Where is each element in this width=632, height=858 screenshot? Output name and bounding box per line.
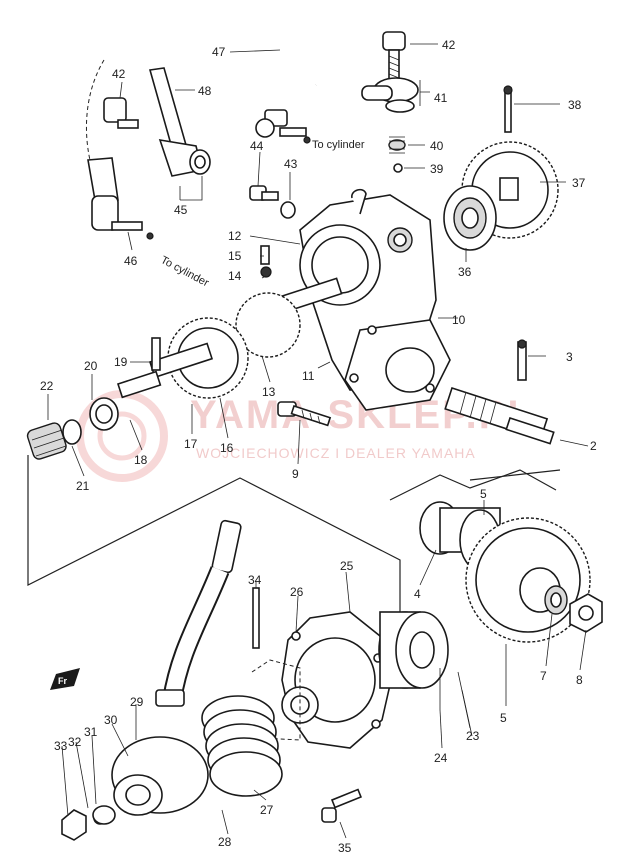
part-label-48: 48 xyxy=(198,84,212,98)
part-label-45: 45 xyxy=(174,203,188,217)
part-label-5a: 5 xyxy=(480,487,487,501)
part-label-31: 31 xyxy=(84,725,98,739)
part-label-19: 19 xyxy=(114,355,128,369)
water-pump-housing-25-26 xyxy=(252,587,449,749)
gear-6-shaft-4-5 xyxy=(419,501,603,643)
part-label-11: 11 xyxy=(302,369,315,383)
part-label-32: 32 xyxy=(68,735,82,749)
hose-assembly xyxy=(155,519,242,707)
part-label-35: 35 xyxy=(338,841,352,855)
part-label-22: 22 xyxy=(40,379,54,393)
part-label-16: 16 xyxy=(220,441,234,455)
part-label-39: 39 xyxy=(430,162,444,176)
note-to-cylinder-top: To cylinder xyxy=(312,139,365,151)
part-label-47: 47 xyxy=(212,45,226,59)
front-marker-text: Fr xyxy=(58,676,67,686)
part-label-20: 20 xyxy=(84,359,98,373)
part-label-42b: 42 xyxy=(112,67,126,81)
gear-37-bearing-36 xyxy=(443,85,559,251)
leader-lines xyxy=(47,43,589,839)
part-label-21: 21 xyxy=(76,479,90,493)
part-label-23: 23 xyxy=(466,729,480,743)
part-label-13: 13 xyxy=(262,385,276,399)
part-number-labels: 42 41 40 39 38 37 36 47 48 42 45 46 44 4… xyxy=(40,38,597,855)
part-label-33: 33 xyxy=(54,739,68,753)
part-label-7: 7 xyxy=(540,669,547,683)
shaft-2-pin-3 xyxy=(444,339,555,445)
group-boundaries xyxy=(27,455,561,668)
part-label-34: 34 xyxy=(248,573,262,587)
union-bolt-41-42 xyxy=(361,31,419,173)
part-label-40: 40 xyxy=(430,139,444,153)
part-label-25: 25 xyxy=(340,559,354,573)
part-label-24: 24 xyxy=(434,751,448,765)
gear-shaft-16-17 xyxy=(26,317,249,460)
part-label-15: 15 xyxy=(228,249,242,263)
watermark-subtitle: WOJCIECHOWICZ I DEALER YAMAHA xyxy=(196,445,476,461)
part-label-26: 26 xyxy=(290,585,304,599)
part-label-17: 17 xyxy=(184,437,198,451)
part-label-41: 41 xyxy=(434,91,448,105)
oil-pipe-assembly xyxy=(86,41,326,240)
part-label-27: 27 xyxy=(260,803,274,817)
bolt-35 xyxy=(321,788,362,823)
part-label-8: 8 xyxy=(576,673,583,687)
part-label-5b: 5 xyxy=(500,711,507,725)
part-label-43: 43 xyxy=(284,157,298,171)
part-label-3: 3 xyxy=(566,350,573,364)
part-label-37: 37 xyxy=(572,176,586,190)
pump-shaft-13 xyxy=(235,245,343,358)
part-label-46: 46 xyxy=(124,254,138,268)
spring-27 xyxy=(201,695,283,797)
bolt-9 xyxy=(277,401,332,427)
part-label-29: 29 xyxy=(130,695,144,709)
bolt-44-washer-43 xyxy=(249,185,296,219)
part-label-38: 38 xyxy=(568,98,582,112)
part-label-9: 9 xyxy=(292,467,299,481)
part-label-42a: 42 xyxy=(442,38,456,52)
watermark-logo-core xyxy=(97,411,147,461)
pump-cover-28 xyxy=(61,736,209,841)
part-label-14: 14 xyxy=(228,269,242,283)
part-label-12: 12 xyxy=(228,229,242,243)
part-label-10: 10 xyxy=(452,313,466,327)
part-label-4: 4 xyxy=(414,587,421,601)
note-to-cylinder-left: To cylinder xyxy=(159,254,211,289)
part-label-44: 44 xyxy=(250,139,264,153)
part-label-2: 2 xyxy=(590,439,597,453)
part-label-18: 18 xyxy=(134,453,148,467)
part-label-28: 28 xyxy=(218,835,232,849)
front-marker-icon: Fr xyxy=(50,668,80,690)
part-label-36: 36 xyxy=(458,265,472,279)
part-label-30: 30 xyxy=(104,713,118,727)
